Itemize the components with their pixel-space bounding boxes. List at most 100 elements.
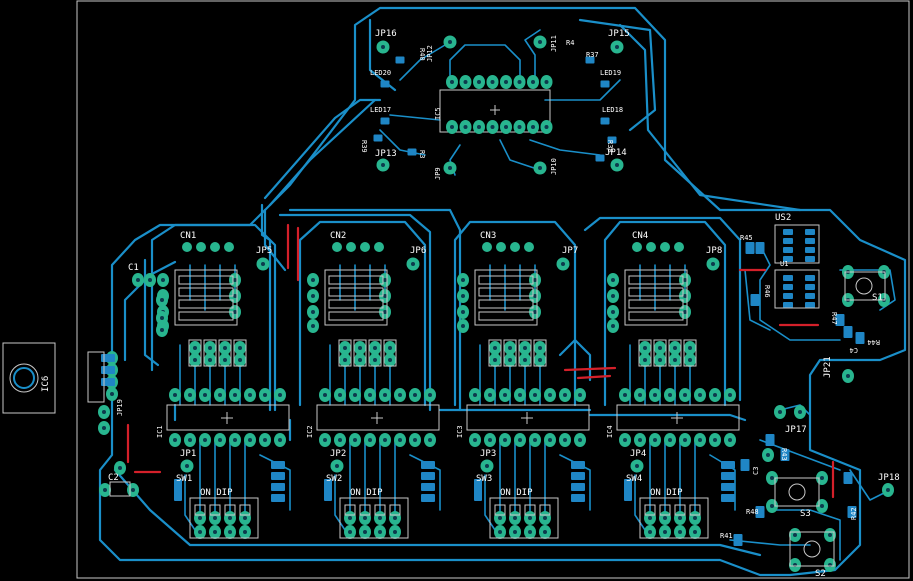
ic-pin-top-hole: [488, 393, 492, 397]
led-pad-hole: [658, 346, 662, 350]
label-cn2: CN2: [330, 231, 346, 241]
ic-pin-top-hole: [623, 393, 627, 397]
smd-pad: [595, 154, 605, 162]
small-pad-hole: [233, 278, 237, 282]
label-sw4: SW4: [626, 474, 642, 484]
resistor-outline: [328, 311, 384, 321]
label-led18: LED18: [602, 106, 623, 114]
left-pad-hole: [160, 298, 164, 302]
ic5-pin-top-hole: [517, 80, 522, 84]
connector-pin: [210, 242, 220, 252]
ic-pin-top-hole: [473, 393, 477, 397]
label-s1: S1: [872, 293, 883, 303]
label-dip2: ON DIP: [350, 488, 383, 498]
smd-array-pad: [721, 472, 735, 480]
label-cn3: CN3: [480, 231, 496, 241]
small-pad-hole: [461, 324, 465, 328]
ic-pin-bot-hole: [638, 438, 642, 442]
label-jp3: JP3: [480, 449, 496, 459]
led-pad-hole: [223, 358, 227, 362]
jp-pad-hole: [261, 262, 265, 266]
dip-pad-hole: [663, 530, 667, 534]
resistor-outline: [178, 311, 234, 321]
resistor-outline: [178, 299, 234, 309]
ic5-pin-bot-hole: [504, 125, 508, 129]
label-jp17: JP17: [785, 425, 807, 435]
right-pad-hole: [770, 504, 774, 508]
small-pad-hole: [233, 294, 237, 298]
dip-pad-hole: [243, 530, 247, 534]
dip-lever: [494, 504, 506, 516]
sw-pad: [174, 479, 182, 501]
dip-pad-hole: [378, 516, 382, 520]
resistor-outline: [328, 287, 384, 297]
smd-pad: [600, 80, 610, 88]
smd-array-pad: [421, 494, 435, 502]
ic-pin-top-hole: [518, 393, 522, 397]
jp-lower-pad-hole: [185, 464, 189, 468]
label-r45: R45: [740, 234, 753, 242]
led-pad-hole: [493, 358, 497, 362]
small-pad-hole: [533, 294, 537, 298]
right-pad-hole: [793, 533, 797, 537]
led-pad-hole: [673, 346, 677, 350]
dip-lever: [359, 504, 371, 516]
label-r47: R47: [830, 312, 838, 325]
small-pad-hole: [311, 278, 315, 282]
label-jp6: JP6: [410, 246, 426, 256]
ic-pin-top-hole: [683, 393, 687, 397]
ic-outline: [316, 404, 440, 431]
u1-pad: [783, 275, 793, 281]
label-jp2: JP2: [330, 449, 346, 459]
label-ic6: IC6: [41, 376, 51, 392]
label-jp8: JP8: [706, 246, 722, 256]
right-smd: [750, 294, 760, 306]
connector-pin: [510, 242, 520, 252]
dip-lever: [344, 504, 356, 516]
u1-pad: [805, 275, 815, 281]
us2-pad: [805, 229, 815, 235]
jumper-pad-hole: [448, 166, 452, 170]
ic-pin-top-hole: [173, 393, 177, 397]
ic5-pin-top-hole: [450, 80, 454, 84]
resistor-outline: [328, 275, 384, 285]
smd-array-pad: [571, 461, 585, 469]
right-smd: [733, 534, 743, 546]
label-led19: LED19: [600, 69, 621, 77]
connector-pin: [346, 242, 356, 252]
ic5-pin-bot-hole: [477, 125, 481, 129]
led-outline: [233, 339, 247, 367]
resistor-outline: [478, 299, 534, 309]
right-smd: [745, 242, 755, 254]
connector-pin: [660, 242, 670, 252]
small-pad-hole: [233, 310, 237, 314]
jp-lower-pad-hole: [485, 464, 489, 468]
smd-pad: [407, 148, 417, 156]
led-pad-hole: [523, 346, 527, 350]
led-pad-hole: [643, 346, 647, 350]
label-s3: S3: [800, 509, 811, 519]
dip-lever: [689, 504, 701, 516]
label-r42: R42: [850, 507, 858, 520]
connector-pin: [632, 242, 642, 252]
label-c3: C3: [752, 467, 760, 475]
label-c2: C2: [108, 473, 119, 483]
small-pad-hole: [461, 278, 465, 282]
dip-pad-hole: [678, 530, 682, 534]
ic-pin-bot-hole: [728, 438, 732, 442]
dip-pad-hole: [693, 530, 697, 534]
ic-pin-top-hole: [248, 393, 252, 397]
switch-s3: [774, 477, 820, 507]
us2-pad: [783, 238, 793, 244]
label-us2: US2: [775, 213, 791, 223]
resistor-outline: [178, 287, 234, 297]
ic-pin-bot-hole: [563, 438, 567, 442]
resistor-outline: [478, 275, 534, 285]
ic-pin-bot-hole: [188, 438, 192, 442]
label-cn4: CN4: [632, 231, 648, 241]
ic-pin-top-hole: [278, 393, 282, 397]
right-pad-hole: [828, 533, 832, 537]
label-r4: R4: [566, 39, 574, 47]
label-ic1: IC1: [156, 425, 164, 438]
